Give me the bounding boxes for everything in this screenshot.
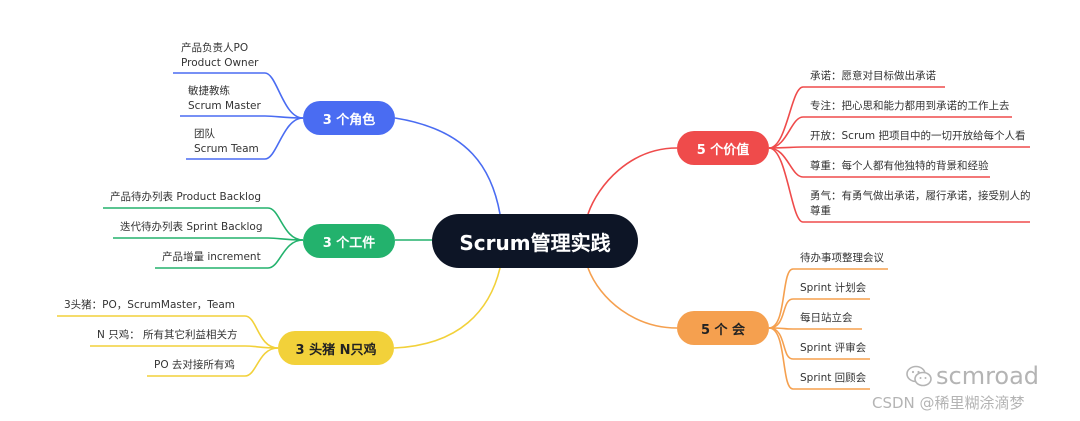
connector-center-roles <box>394 117 501 215</box>
connector-po-chickens-curve <box>244 347 279 377</box>
leaf-value-courage-line2: 尊重 <box>810 205 831 217</box>
leaf-value-courage-line1: 勇气：有勇气做出承诺，履行承诺，接受别人的 <box>810 190 1031 202</box>
connector-value-focus-curve <box>768 116 804 149</box>
connector-role-po-curve <box>264 72 304 119</box>
branch-pigs-chickens[interactable]: 3 头猪 N只鸡 <box>278 331 394 365</box>
leaf-chickens[interactable]: N 只鸡： 所有其它利益相关方 <box>97 329 238 341</box>
wechat-watermark-text: scmroad <box>936 362 1040 390</box>
csdn-watermark: CSDN @稀里糊涂滴梦 <box>872 394 1025 412</box>
connector-meeting-retro-curve <box>768 327 794 390</box>
connector-artifact-inc-curve <box>267 239 304 269</box>
leaf-value-openness[interactable]: 开放：Scrum 把项目中的一切开放给每个人看 <box>810 130 1026 142</box>
branch-artifacts[interactable]: 3 个工件 <box>303 224 395 258</box>
leaf-meeting-daily[interactable]: 每日站立会 <box>800 312 853 324</box>
connector-role-team-curve <box>264 117 304 160</box>
central-topic[interactable]: Scrum管理实践 <box>432 214 638 268</box>
leaf-artifact-product-backlog[interactable]: 产品待办列表 Product Backlog <box>110 191 262 203</box>
branch-meetings[interactable]: 5 个 会 <box>677 311 769 345</box>
leaf-role-team-cn: 团队 <box>194 128 215 140</box>
connector-value-commitment-curve <box>768 86 804 149</box>
leaf-value-respect[interactable]: 尊重：每个人都有他独特的背景和经验 <box>810 160 989 172</box>
leaf-artifact-sprint-backlog[interactable]: 迭代待办列表 Sprint Backlog <box>120 221 263 233</box>
connector-center-pigs <box>393 267 501 349</box>
leaf-meeting-review[interactable]: Sprint 评审会 <box>800 342 867 354</box>
wechat-icon <box>906 365 932 387</box>
branch-values[interactable]: 5 个价值 <box>677 131 769 165</box>
leaf-role-po-cn: 产品负责人PO <box>181 42 249 54</box>
connector-value-courage-curve <box>768 147 804 223</box>
leaf-value-focus[interactable]: 专注：把心思和能力都用到承诺的工作上去 <box>810 100 1010 112</box>
leaf-role-sm[interactable]: 敏捷教练 Scrum Master <box>188 84 261 114</box>
connector-artifact-pb-curve <box>267 207 304 241</box>
connector-value-respect-curve <box>768 147 804 178</box>
leaf-value-commitment[interactable]: 承诺：愿意对目标做出承诺 <box>810 70 936 82</box>
leaf-meeting-refinement[interactable]: 待办事项整理会议 <box>800 252 884 264</box>
leaf-role-po-en: Product Owner <box>181 57 259 69</box>
leaf-pigs[interactable]: 3头猪：PO，ScrumMaster，Team <box>64 299 236 311</box>
leaf-role-team[interactable]: 团队 Scrum Team <box>194 127 259 157</box>
leaf-meeting-planning[interactable]: Sprint 计划会 <box>800 282 867 294</box>
connector-meeting-planning-curve <box>768 298 794 329</box>
leaf-role-team-en: Scrum Team <box>194 143 259 155</box>
connector-center-values <box>587 147 678 215</box>
leaf-meeting-retro[interactable]: Sprint 回顾会 <box>800 372 867 384</box>
leaf-role-sm-en: Scrum Master <box>188 100 261 112</box>
wechat-watermark: scmroad <box>906 362 1039 390</box>
leaf-po-chickens[interactable]: PO 去对接所有鸡 <box>154 359 235 371</box>
connector-center-meetings <box>587 267 678 329</box>
connector-pigs-curve <box>244 315 279 349</box>
leaf-role-po[interactable]: 产品负责人PO Product Owner <box>181 41 259 71</box>
leaf-value-courage[interactable]: 勇气：有勇气做出承诺，履行承诺，接受别人的 尊重 <box>810 189 1031 219</box>
leaf-role-sm-cn: 敏捷教练 <box>188 85 230 97</box>
branch-roles[interactable]: 3 个角色 <box>303 101 395 135</box>
leaf-artifact-increment[interactable]: 产品增量 increment <box>162 251 261 263</box>
